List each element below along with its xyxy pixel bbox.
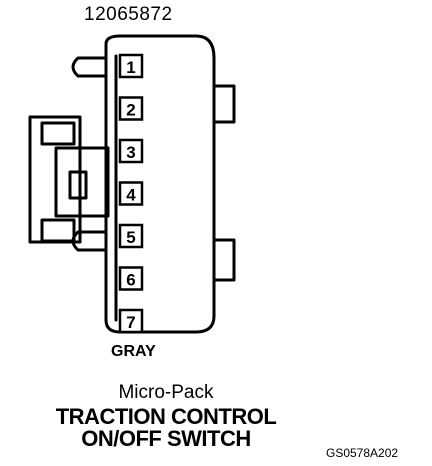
component-title-line-1: TRACTION CONTROL xyxy=(55,404,277,429)
pin-cavity-6 xyxy=(118,266,144,291)
connector-color: GRAY xyxy=(111,343,156,360)
latch-inner-slot xyxy=(68,170,88,200)
pin-label-7: 7 xyxy=(126,313,135,332)
pin-label-5: 5 xyxy=(126,228,135,247)
latch-tab-top xyxy=(40,121,76,146)
pin-cavity-5 xyxy=(118,223,144,249)
pin-group: 1 2 3 4 5 6 7 xyxy=(118,53,144,334)
pin-cavity-2 xyxy=(118,96,144,121)
prong-bottom-left xyxy=(71,230,108,252)
pin-label-1: 1 xyxy=(126,58,135,77)
latch-tab-bottom xyxy=(40,218,76,243)
pin-cavity-7 xyxy=(118,308,144,334)
connector-body xyxy=(104,34,216,334)
component-title-line-2: ON/OFF SWITCH xyxy=(81,426,251,451)
pin-cavity-4 xyxy=(118,181,144,206)
pin-label-2: 2 xyxy=(126,101,135,120)
pin-label-4: 4 xyxy=(126,186,136,205)
right-tab-top xyxy=(212,84,236,124)
part-number: 12065872 xyxy=(84,4,173,25)
pin-cavity-1 xyxy=(118,53,144,79)
figure-code: GS0578A202 xyxy=(326,446,399,460)
pin-cavity-3 xyxy=(118,138,144,164)
connector-type: Micro-Pack xyxy=(118,382,214,403)
pin-label-6: 6 xyxy=(126,271,135,290)
prong-top-left xyxy=(71,56,108,78)
right-tab-bottom xyxy=(212,238,236,282)
latch-inner-frame xyxy=(54,146,110,218)
pin-label-3: 3 xyxy=(126,143,135,162)
